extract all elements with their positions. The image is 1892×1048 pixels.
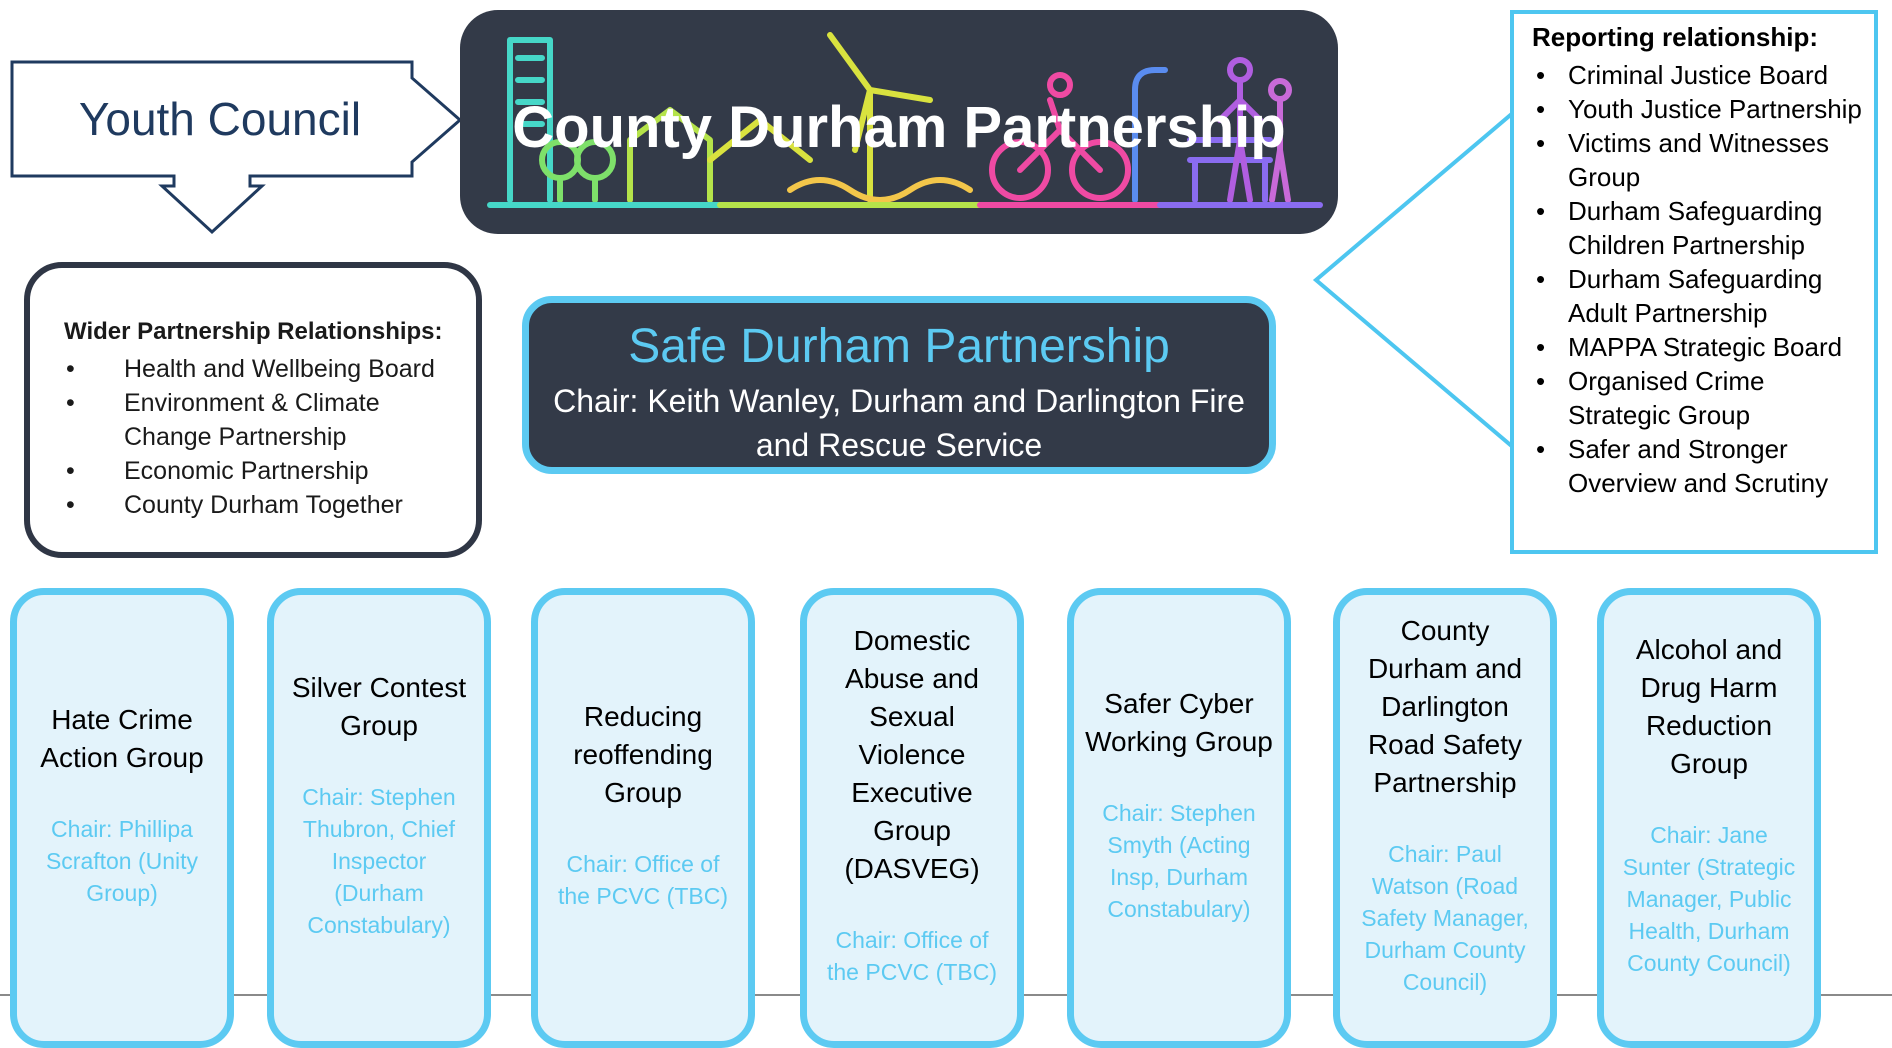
county-durham-partnership-banner: County Durham Partnership [460,10,1338,234]
list-item: County Durham Together [64,488,464,522]
group-box-reducing-reoffending: Reducing reoffending Group Chair: Office… [531,588,755,1048]
list-item: Youth Justice Partnership [1532,92,1872,126]
list-item: Safer and Stronger Overview and Scrutiny [1532,432,1872,500]
group-box-safer-cyber: Safer Cyber Working Group Chair: Stephen… [1067,588,1291,1048]
group-chair: Chair: Office of the PCVC (TBC) [558,851,728,909]
safe-durham-title: Safe Durham Partnership [628,320,1170,373]
group-box-dasveg: Domestic Abuse and Sexual Violence Execu… [800,588,1024,1048]
group-box-hate-crime: Hate Crime Action Group Chair: Phillipa … [10,588,234,1048]
list-item: Criminal Justice Board [1532,58,1872,92]
group-chair: Chair: Jane Sunter (Strategic Manager, P… [1622,822,1796,976]
group-name: Safer Cyber Working Group [1085,688,1273,757]
reporting-list: Criminal Justice Board Youth Justice Par… [1532,58,1872,500]
group-name: Alcohol and Drug Harm Reduction Group [1635,634,1783,779]
group-chair: Chair: Paul Watson (Road Safety Manager,… [1361,841,1529,995]
list-item: Organised Crime Strategic Group [1532,364,1872,432]
group-name: Domestic Abuse and Sexual Violence Execu… [844,625,980,884]
group-box-silver-contest: Silver Contest Group Chair: Stephen Thub… [267,588,491,1048]
list-item: Durham Safeguarding Children Partnership [1532,194,1872,262]
safe-durham-partnership-box: Safe Durham Partnership Chair: Keith Wan… [522,296,1276,474]
reporting-relationship-box: Reporting relationship: Criminal Justice… [1510,10,1878,554]
group-chair: Chair: Stephen Thubron, Chief Inspector … [302,784,456,938]
wider-heading: Wider Partnership Relationships: [64,318,443,345]
list-item: Victims and Witnesses Group [1532,126,1872,194]
wider-list: Health and Wellbeing Board Environment &… [64,352,464,522]
county-durham-partnership-title: County Durham Partnership [512,95,1286,160]
youth-council-label: Youth Council [78,93,362,145]
group-name: Reducing reoffending Group [573,701,713,808]
list-item: MAPPA Strategic Board [1532,330,1872,364]
list-item: Environment & Climate Change Partnership [64,386,464,454]
list-item: Health and Wellbeing Board [64,352,464,386]
youth-council-arrow [10,60,463,235]
group-name: County Durham and Darlington Road Safety… [1367,615,1523,798]
skyline-illustration [487,32,1323,208]
wider-partnership-box: Wider Partnership Relationships: Health … [24,262,482,558]
group-box-road-safety: County Durham and Darlington Road Safety… [1333,588,1557,1048]
list-item: Economic Partnership [64,454,464,488]
group-chair: Chair: Phillipa Scrafton (Unity Group) [45,816,199,906]
reporting-heading: Reporting relationship: [1532,22,1818,52]
reporting-arrow [1312,107,1516,453]
list-item: Durham Safeguarding Adult Partnership [1532,262,1872,330]
group-chair: Chair: Office of the PCVC (TBC) [827,927,997,985]
group-chair: Chair: Stephen Smyth (Acting Insp, Durha… [1102,800,1256,922]
group-box-alcohol-drug: Alcohol and Drug Harm Reduction Group Ch… [1597,588,1821,1048]
safe-durham-chair: Chair: Keith Wanley, Durham and Darlingt… [553,383,1245,463]
group-name: Silver Contest Group [291,672,467,741]
group-name: Hate Crime Action Group [40,704,204,773]
